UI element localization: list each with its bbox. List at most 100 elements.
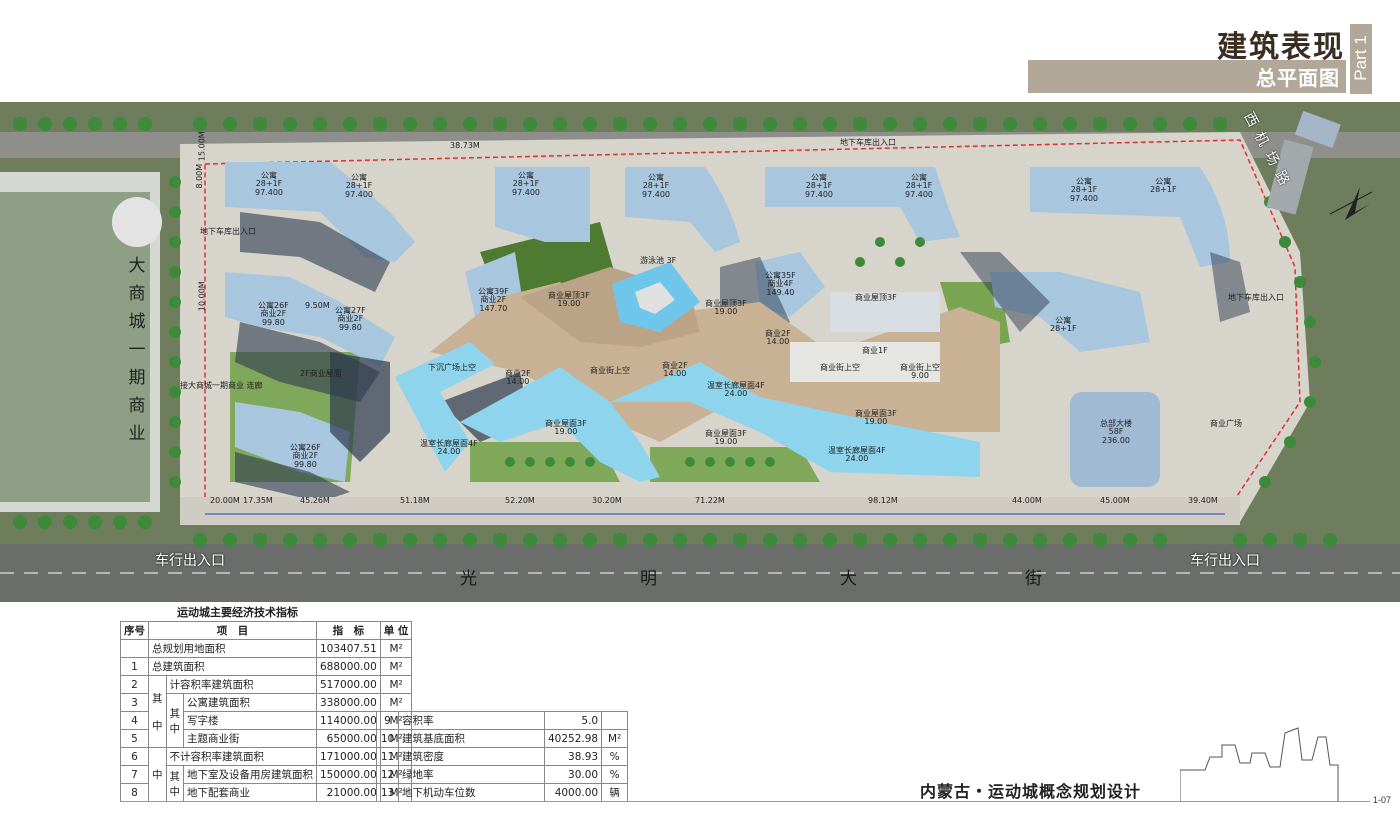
garage-label: 地下车库出入口 (1228, 293, 1284, 302)
cell: 写字楼 (183, 711, 317, 730)
biz-label: 商业1F (862, 346, 888, 355)
col-unit: 单 位 (379, 621, 413, 640)
cell: 10 (376, 729, 399, 748)
cell: 容积率 (398, 711, 545, 730)
label-text: 公寓 28+1F (905, 173, 933, 191)
group-char: 中 (169, 722, 181, 735)
table-row: 总规划用地面积 103407.51 M² (120, 639, 413, 658)
label-text: 公寓26F 商业2F (258, 301, 289, 319)
page-subtitle: 总平面图 (1256, 66, 1340, 90)
elevation: 97.400 (345, 189, 373, 199)
table-title: 运动城主要经济技术指标 (177, 606, 298, 619)
label-text: 公寓27F 商业2F (335, 306, 366, 324)
elevation: 9.00 (911, 371, 929, 381)
col-value: 指 标 (316, 621, 381, 640)
table-row: 11 建筑密度 38.93 % (376, 747, 629, 766)
cell: 12 (376, 765, 399, 784)
label-text: 商业2F (662, 361, 688, 370)
label-text: 公寓35F 商业4F (765, 271, 796, 289)
main-street-char: 光 (460, 569, 477, 589)
cell: 7 (120, 765, 149, 784)
label-text: 公寓26F 商业2F (290, 443, 321, 461)
label-text: 商业2F (765, 329, 791, 338)
garage-label: 地下车库出入口 (200, 227, 256, 236)
elevation: 19.00 (557, 299, 581, 309)
elevation: 99.80 (293, 459, 317, 469)
cell: 1 (120, 657, 149, 676)
main-street-char: 大 (840, 569, 857, 589)
cell: 4 (120, 711, 149, 730)
label-text: 商业2F (505, 369, 531, 378)
plaza-label: 商业广场 (1210, 419, 1242, 428)
label-text: 总部大楼 58F (1100, 419, 1132, 437)
elevation: 19.00 (714, 307, 738, 317)
dimension: 51.18M (400, 496, 430, 505)
label-text: 商业屋面3F (855, 409, 897, 418)
dimension: 17.35M (243, 496, 273, 505)
group-qi-zhong: 其中 (148, 675, 167, 748)
elevation: 14.00 (506, 377, 530, 387)
label-text: 公寓 28+1F (805, 173, 833, 191)
dimension: 15.00M (197, 131, 207, 162)
table-row: 12 绿地率 30.00 % (376, 765, 629, 784)
table-row: 2 其中 计容积率建筑面积 517000.00 M² (120, 675, 413, 748)
cell: 517000.00 (316, 675, 381, 694)
cell: 338000.00 (316, 693, 381, 712)
mall-char: 业 (128, 424, 146, 444)
dimension: 98.12M (868, 496, 898, 505)
cell: 688000.00 (316, 657, 381, 676)
dimension: 9.50M (305, 301, 330, 310)
dimension: 45.00M (1100, 496, 1130, 505)
cell: M² (601, 729, 629, 748)
entrance-left: 车行出入口 (155, 553, 225, 569)
cell: 103407.51 (316, 639, 381, 658)
elevation: 19.00 (864, 417, 888, 427)
cell: M² (379, 639, 413, 658)
dimension: 52.20M (505, 496, 535, 505)
mall-vertical-label: 大 商 城 一 期 商 业 (127, 252, 147, 448)
mall-char: 商 (128, 396, 146, 416)
elevation: 14.00 (766, 337, 790, 347)
page-number: 1-07 (1373, 795, 1392, 805)
cell: 总规划用地面积 (148, 639, 317, 658)
dimension: 39.40M (1188, 496, 1218, 505)
entrance-right: 车行出入口 (1190, 553, 1260, 569)
mall-char: 城 (128, 312, 146, 332)
cell: 建筑密度 (398, 747, 545, 766)
label-text: 温室长廊屋面4F (828, 446, 886, 455)
cell: % (601, 747, 629, 766)
main-street-char: 明 (640, 569, 657, 589)
label-text: 商业1F (862, 346, 888, 355)
elevation: 14.00 (663, 369, 687, 379)
cell: 13 (376, 783, 399, 802)
site-plan: 大 商 城 一 期 商 业 西机场路 车行出入口 车行出入口 光 明 大 街 公… (0, 102, 1400, 602)
elevation: 149.40 (766, 287, 795, 297)
label-text: 商业屋顶3F (548, 291, 590, 300)
cell: 171000.00 (316, 747, 381, 766)
label-text: 温室长廊屋面4F (420, 439, 478, 448)
cell: 6 (120, 747, 149, 766)
cell: 114000.00 (316, 711, 381, 730)
cell: 5.0 (543, 711, 603, 730)
cell: 9 (376, 711, 399, 730)
page-title: 建筑表现 (1217, 30, 1345, 65)
dimension: 10.00M (197, 281, 207, 312)
dimension: 45.26M (300, 496, 330, 505)
subgroup-qi-zhong-2: 其中 (165, 765, 184, 802)
group-zhong: 中 (148, 747, 167, 802)
link-label: 接大商城一期商业 连廊 (180, 381, 263, 390)
label-text: 公寓39F 商业2F (478, 287, 509, 305)
cell: 38.93 (543, 747, 603, 766)
label-text: 商业屋面3F (545, 419, 587, 428)
dimension: 8.00M (195, 163, 205, 189)
label-text: 公寓 28+1F (512, 171, 540, 189)
